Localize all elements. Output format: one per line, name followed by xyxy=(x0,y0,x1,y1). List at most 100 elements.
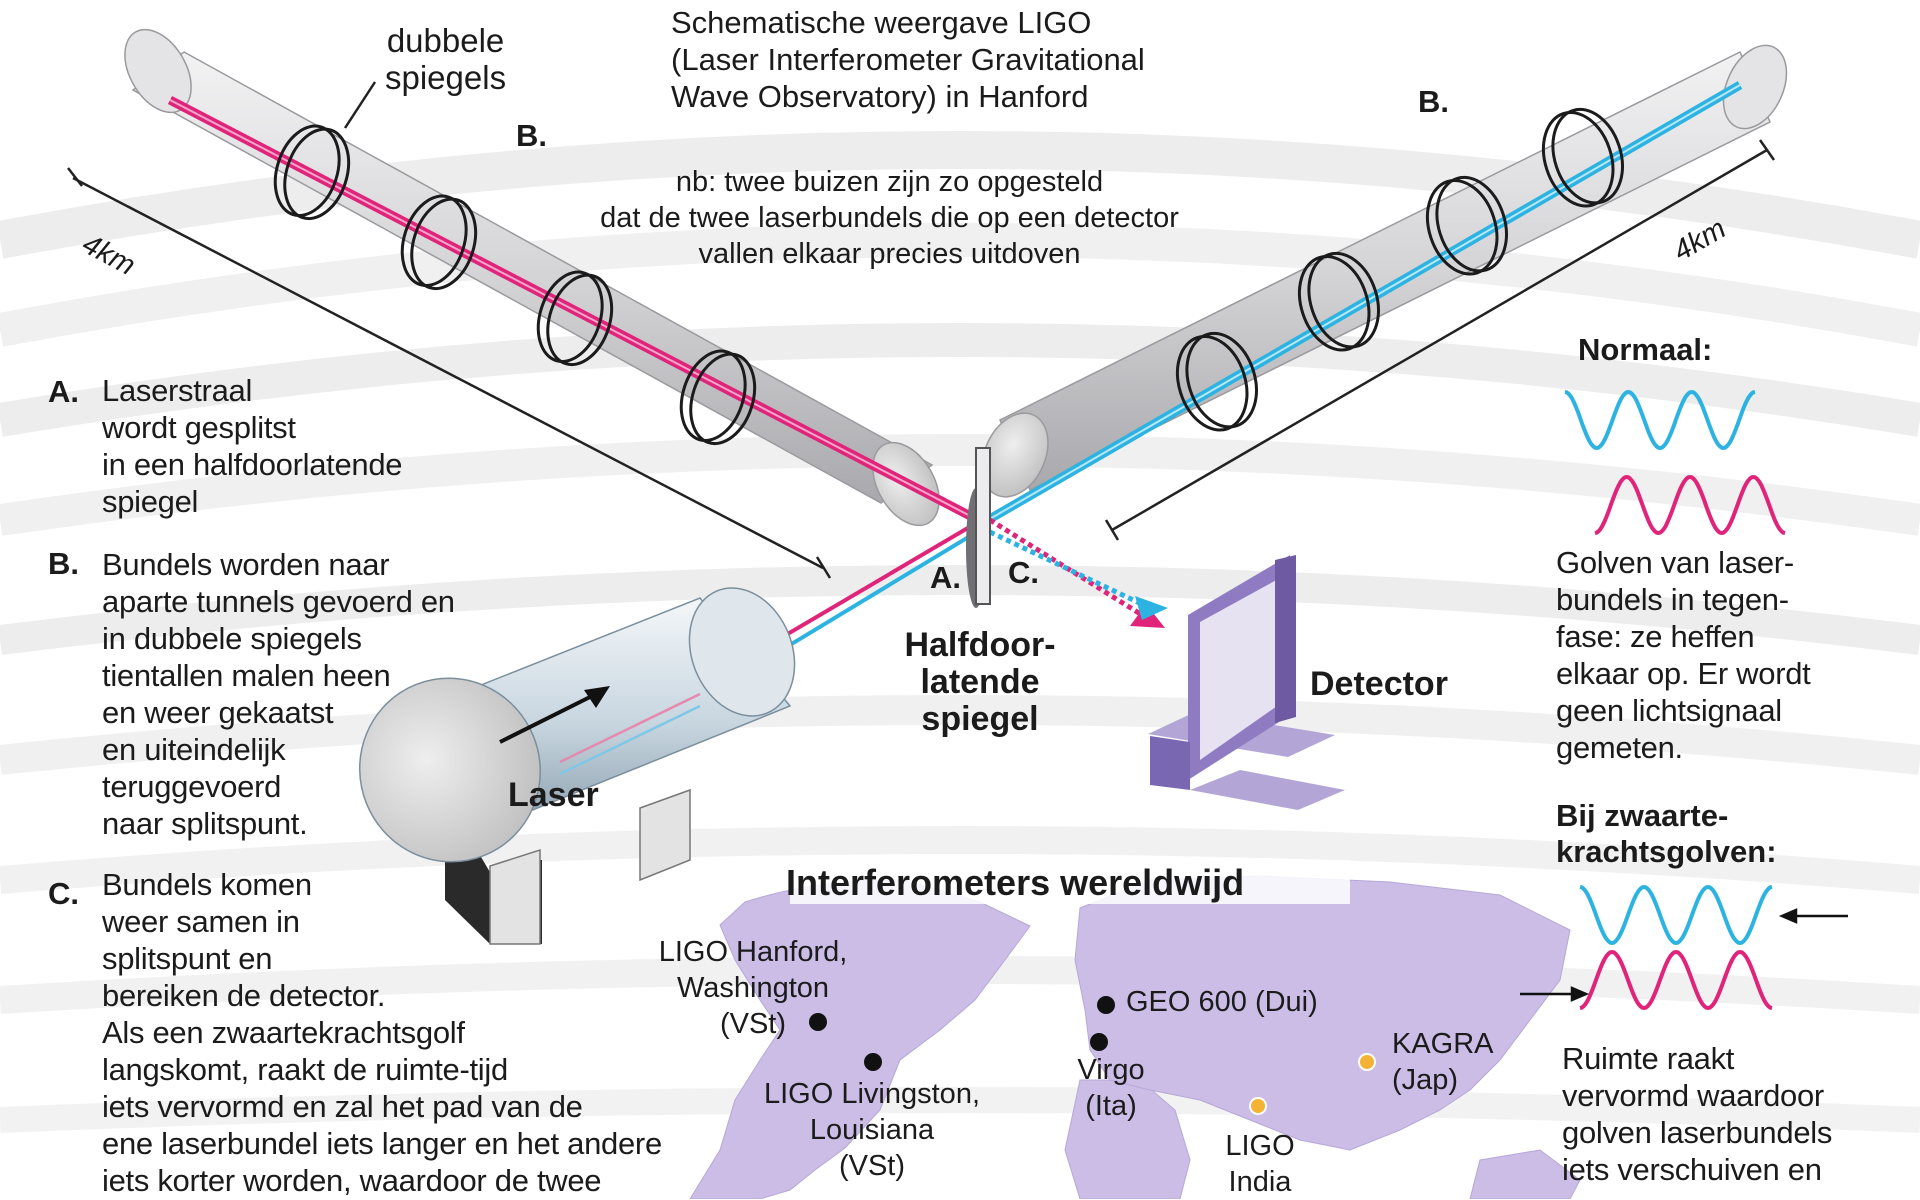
label-b-left: B. xyxy=(516,118,547,153)
normal-line: fase: ze heffen xyxy=(1556,619,1755,654)
normal-line: bundels in tegen- xyxy=(1556,582,1789,617)
step-c-line: bereiken de detector. xyxy=(102,978,386,1013)
step-c-line: iets vervormd en zal het pad van de xyxy=(102,1089,583,1124)
step-c-line: Bundels komen xyxy=(102,867,312,902)
site-dot-livingston xyxy=(864,1053,882,1071)
site-hanford-line: LIGO Hanford, xyxy=(658,936,848,968)
site-india-line: India xyxy=(1228,1166,1292,1198)
step-a-line: wordt gesplitst xyxy=(102,410,296,445)
site-india-line: LIGO xyxy=(1225,1130,1295,1162)
half-mirror-line-2: latende xyxy=(920,663,1040,701)
double-mirror-rings xyxy=(273,107,1624,446)
site-label-livingston: LIGO Livingston, Louisiana (VSt) xyxy=(752,1076,992,1184)
step-b-line: naar splitspunt. xyxy=(102,806,308,841)
site-geo600-line: GEO 600 (Dui) xyxy=(1126,986,1318,1018)
site-label-india: LIGO India xyxy=(1224,1128,1296,1200)
step-b-text: Bundels worden naar aparte tunnels gevoe… xyxy=(102,546,455,842)
world-map xyxy=(689,875,1581,1199)
gravity-description: Ruimte raakt vervormd waardoor golven la… xyxy=(1562,1040,1832,1188)
gravity-line: golven laserbundels xyxy=(1562,1115,1833,1150)
site-livingston-line: Louisiana xyxy=(809,1114,935,1146)
detector-label: Detector xyxy=(1310,665,1448,703)
site-label-kagra: KAGRA (Jap) xyxy=(1392,1026,1494,1098)
site-hanford-line: (VSt) xyxy=(719,1008,787,1040)
site-virgo-line: Virgo xyxy=(1077,1054,1145,1086)
step-b-line: Bundels worden naar xyxy=(102,547,390,582)
site-dot-hanford xyxy=(809,1013,827,1031)
site-virgo-line: (Ita) xyxy=(1085,1090,1137,1122)
normal-line: geen lichtsignaal xyxy=(1556,693,1782,728)
step-a-text: Laserstraal wordt gesplitst in een halfd… xyxy=(102,372,403,520)
normal-description: Golven van laser- bundels in tegen- fase… xyxy=(1556,544,1811,766)
half-mirror-label: Halfdoor- latende spiegel xyxy=(890,627,1070,738)
site-dot-kagra xyxy=(1358,1053,1376,1071)
point-c-label: C. xyxy=(1008,555,1039,590)
site-label-hanford: LIGO Hanford, Washington (VSt) xyxy=(658,934,848,1042)
step-c-line: splitspunt en xyxy=(102,941,273,976)
gravity-title-line: Bij zwaarte- xyxy=(1556,798,1729,833)
step-c-line: ene laserbundel iets langer en het ander… xyxy=(102,1126,662,1161)
map-site-dots xyxy=(809,996,1376,1115)
map-title: Interferometers wereldwijd xyxy=(786,862,1245,903)
step-c-line: Als een zwaartekrachtsgolf xyxy=(102,1015,465,1050)
normal-title: Normaal: xyxy=(1578,332,1713,367)
background-swooshes xyxy=(0,131,1920,1133)
normal-line: Golven van laser- xyxy=(1556,545,1794,580)
point-a-label: A. xyxy=(930,560,961,595)
header-line-2: (Laser Interferometer Gravitational xyxy=(671,42,1145,77)
step-c-text: Bundels komen weer samen in splitspunt e… xyxy=(102,866,662,1199)
wave-shift-arrows xyxy=(1520,908,1848,1002)
site-dot-virgo xyxy=(1090,1033,1108,1051)
note-line-1: nb: twee buizen zijn zo opgesteld xyxy=(675,166,1104,198)
step-c-line: weer samen in xyxy=(102,904,300,939)
wave-normal xyxy=(1564,389,1786,536)
half-mirror-line-3: spiegel xyxy=(921,700,1039,738)
site-label-virgo: Virgo (Ita) xyxy=(1066,1052,1156,1124)
detector-device xyxy=(1148,555,1345,810)
setup-note: nb: twee buizen zijn zo opgesteld dat de… xyxy=(592,164,1187,272)
step-a-line: spiegel xyxy=(102,484,199,519)
site-kagra-line: KAGRA xyxy=(1392,1028,1494,1060)
step-b-line: en weer gekaatst xyxy=(102,695,334,730)
double-mirrors-label: dubbele spiegels xyxy=(385,22,506,96)
double-mirrors-line-2: spiegels xyxy=(385,59,507,96)
right-tunnel xyxy=(981,44,1788,498)
gravity-title-line: krachtsgolven: xyxy=(1556,834,1777,869)
step-a-line: Laserstraal xyxy=(102,373,253,408)
site-livingston-line: (VSt) xyxy=(838,1150,906,1182)
normal-line: gemeten. xyxy=(1556,730,1683,765)
site-kagra-line: (Jap) xyxy=(1392,1064,1459,1096)
step-a-letter: A. xyxy=(48,374,79,409)
header-line-1: Schematische weergave LIGO xyxy=(671,5,1092,40)
wave-gravity xyxy=(1579,884,1773,1011)
gravity-line: vervormd waardoor xyxy=(1562,1078,1824,1113)
label-b-right: B. xyxy=(1418,84,1449,119)
map-title-backdrop xyxy=(790,860,1350,904)
site-dot-india xyxy=(1249,1097,1267,1115)
laser-device xyxy=(358,587,796,945)
laser-label: Laser xyxy=(508,776,599,814)
site-label-geo600: GEO 600 (Dui) xyxy=(1126,984,1318,1020)
step-b-line: teruggevoerd xyxy=(102,769,282,804)
diagram-header: Schematische weergave LIGO (Laser Interf… xyxy=(671,4,1145,115)
step-b-line: in dubbele spiegels xyxy=(102,621,362,656)
gravity-title: Bij zwaarte- krachtsgolven: xyxy=(1556,798,1777,870)
note-line-2: dat de twee laserbundels die op een dete… xyxy=(600,202,1179,234)
step-c-letter: C. xyxy=(48,876,79,911)
site-livingston-line: LIGO Livingston, xyxy=(764,1078,980,1110)
distance-markers xyxy=(67,139,1776,579)
gravity-line: iets verschuiven en xyxy=(1562,1152,1822,1187)
step-b-letter: B. xyxy=(48,546,79,581)
step-c-line: iets korter worden, waardoor de twee xyxy=(102,1163,602,1198)
step-b-line: tientallen malen heen xyxy=(102,658,391,693)
header-line-3: Wave Observatory) in Hanford xyxy=(671,79,1089,114)
half-mirror xyxy=(966,447,991,608)
normal-line: elkaar op. Er wordt xyxy=(1556,656,1811,691)
site-dot-geo600 xyxy=(1097,996,1115,1014)
gravity-line: Ruimte raakt xyxy=(1562,1041,1735,1076)
step-b-line: en uiteindelijk xyxy=(102,732,286,767)
step-c-line: langskomt, raakt de ruimte-tijd xyxy=(102,1052,508,1087)
half-mirror-line-1: Halfdoor- xyxy=(904,626,1056,664)
step-b-line: aparte tunnels gevoerd en xyxy=(102,584,455,619)
